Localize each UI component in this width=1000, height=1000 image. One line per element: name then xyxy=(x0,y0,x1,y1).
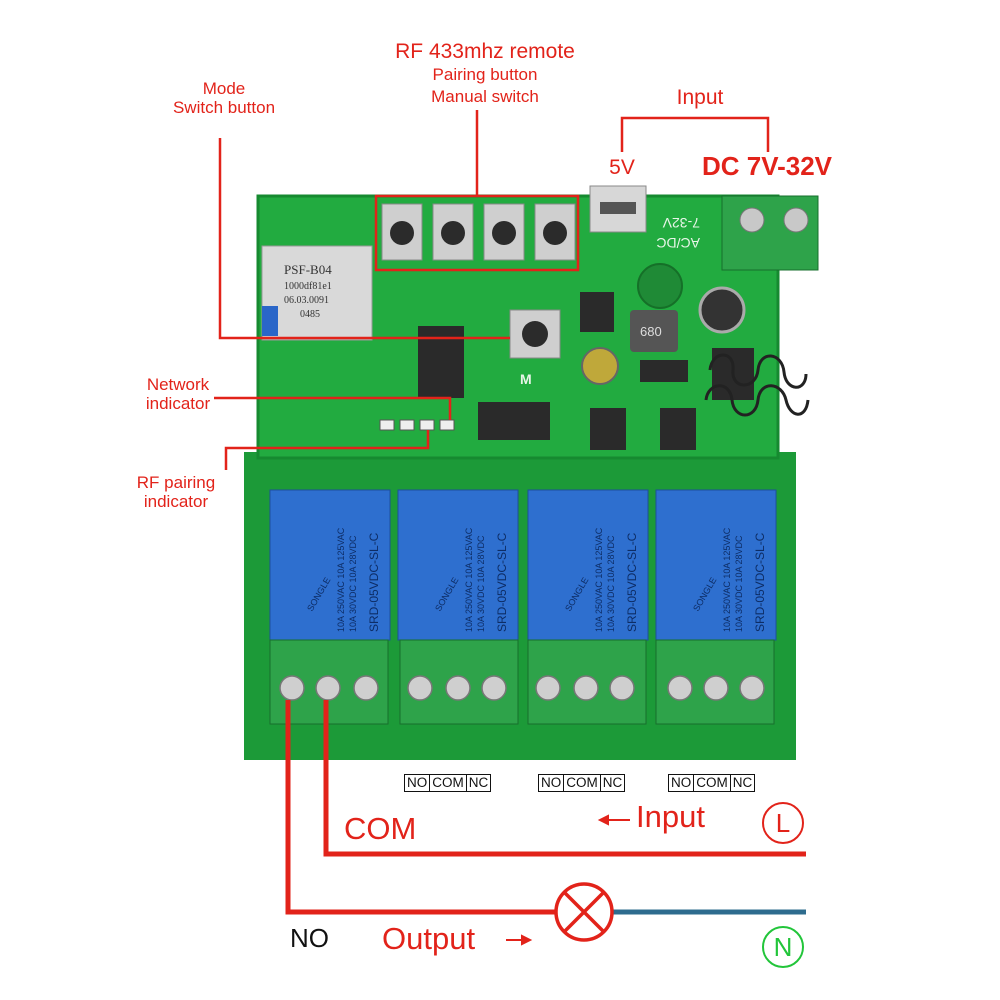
com-label: COM xyxy=(344,811,417,846)
capacitor-large xyxy=(698,286,746,334)
input-top-label: Input xyxy=(676,86,724,109)
mode-leader-line xyxy=(218,138,510,340)
mode-label: Mode Switch button xyxy=(160,79,288,117)
wiring xyxy=(285,700,806,915)
terminal-labels-group-2: NO COM NC xyxy=(538,774,626,792)
rf-remote-label: RF 433mhz remote xyxy=(395,40,575,63)
rf-pairing-leader-line xyxy=(224,430,430,470)
network-leader-line xyxy=(214,396,452,420)
rf-pairing-indicator-label: RF pairing indicator xyxy=(120,473,232,511)
silk-acdc: AC/DC xyxy=(656,235,700,251)
annotation-lines xyxy=(214,110,770,470)
relay-4-rating2: 10A 30VDC 10A 28VDC xyxy=(734,535,744,632)
rf-pairing-label-line1: RF pairing xyxy=(136,473,216,492)
output-terminal-blocks xyxy=(269,639,775,725)
power-terminal-block xyxy=(721,195,819,271)
live-symbol: L xyxy=(762,802,804,844)
no-label: NO xyxy=(290,923,329,953)
relay-2-rating2: 10A 30VDC 10A 28VDC xyxy=(476,535,486,632)
network-label-line1: Network xyxy=(146,375,210,394)
rf-coil-antenna xyxy=(704,353,810,417)
output-label: Output xyxy=(382,921,476,956)
manual-switch-label: Manual switch xyxy=(431,87,539,106)
module-line3: 06.03.0091 xyxy=(284,295,329,306)
pairing-button-label: Pairing button xyxy=(432,65,538,84)
relay-4-rating1: 10A 250VAC 10A 125VAC xyxy=(722,527,732,632)
five-v-label: 5V xyxy=(609,156,635,179)
dc-range-label: DC 7V-32V xyxy=(701,151,833,181)
relay-3-model: SRD-05VDC-SL-C xyxy=(625,532,639,632)
wifi-module xyxy=(261,245,373,341)
module-line2: 1000df81e1 xyxy=(284,281,332,292)
relay-1-rating1: 10A 250VAC 10A 125VAC xyxy=(336,527,346,632)
silk-vin: 7-32V xyxy=(662,215,700,231)
relay-2-model: SRD-05VDC-SL-C xyxy=(495,532,509,632)
relay-1-model: SRD-05VDC-SL-C xyxy=(367,532,381,632)
relay-3-rating2: 10A 30VDC 10A 28VDC xyxy=(606,535,616,632)
terminal-no: NO xyxy=(541,775,562,790)
terminal-com: COM xyxy=(693,775,730,791)
terminal-com: COM xyxy=(429,775,466,791)
ic-chip-3 xyxy=(590,408,626,450)
relay-1 xyxy=(269,489,391,641)
mode-label-line2: Switch button xyxy=(172,97,276,117)
input-bracket xyxy=(620,116,770,152)
com-wire xyxy=(323,700,806,857)
relay-3-rating1: 10A 250VAC 10A 125VAC xyxy=(594,527,604,632)
relay-3 xyxy=(527,489,649,641)
network-indicator-label: Network indicator xyxy=(128,375,228,413)
relay-2-rating1: 10A 250VAC 10A 125VAC xyxy=(464,527,474,632)
inductor xyxy=(630,310,678,352)
module-line1: PSF-B04 xyxy=(284,262,332,277)
buzzer xyxy=(637,263,683,309)
silk-m: M xyxy=(520,371,532,387)
terminal-nc: NC xyxy=(465,775,491,791)
power-terminal-screw-2 xyxy=(783,207,809,233)
mode-label-line1: Mode xyxy=(202,79,246,98)
relay-2 xyxy=(397,489,519,641)
terminal-no: NO xyxy=(671,775,692,790)
terminal-nc: NC xyxy=(599,775,625,791)
arrow-output xyxy=(506,934,533,946)
wifi-module-antenna xyxy=(262,306,278,336)
network-indicator-led xyxy=(439,419,455,431)
capacitor-small xyxy=(581,347,619,385)
relay-4-model: SRD-05VDC-SL-C xyxy=(753,532,767,632)
rf-pairing-buttons xyxy=(381,203,576,261)
neutral-symbol: N xyxy=(762,926,804,968)
relay-4 xyxy=(655,489,777,641)
ic-chip-2 xyxy=(478,402,550,440)
power-terminal-screw-1 xyxy=(739,207,765,233)
no-wire xyxy=(285,700,556,915)
ic-chip-4 xyxy=(660,408,696,450)
terminal-labels-group-3: NO COM NC xyxy=(668,774,756,792)
smd-black-1 xyxy=(640,360,688,382)
terminal-labels-group-1: NO COM NC xyxy=(404,774,492,792)
arrow-input xyxy=(597,814,630,826)
regulator xyxy=(580,292,614,332)
inductor-label: 680 xyxy=(640,324,662,339)
terminal-com: COM xyxy=(563,775,600,791)
network-label-line2: indicator xyxy=(145,393,211,413)
relay-1-rating2: 10A 30VDC 10A 28VDC xyxy=(348,535,358,632)
input-bottom-label: Input xyxy=(636,799,705,834)
rf-pairing-indicator-led xyxy=(419,419,435,431)
lamp-symbol xyxy=(554,882,614,942)
terminal-no: NO xyxy=(407,775,428,790)
terminal-nc: NC xyxy=(729,775,755,791)
module-line4: 0485 xyxy=(300,309,320,320)
rf-pairing-label-line2: indicator xyxy=(143,491,209,511)
